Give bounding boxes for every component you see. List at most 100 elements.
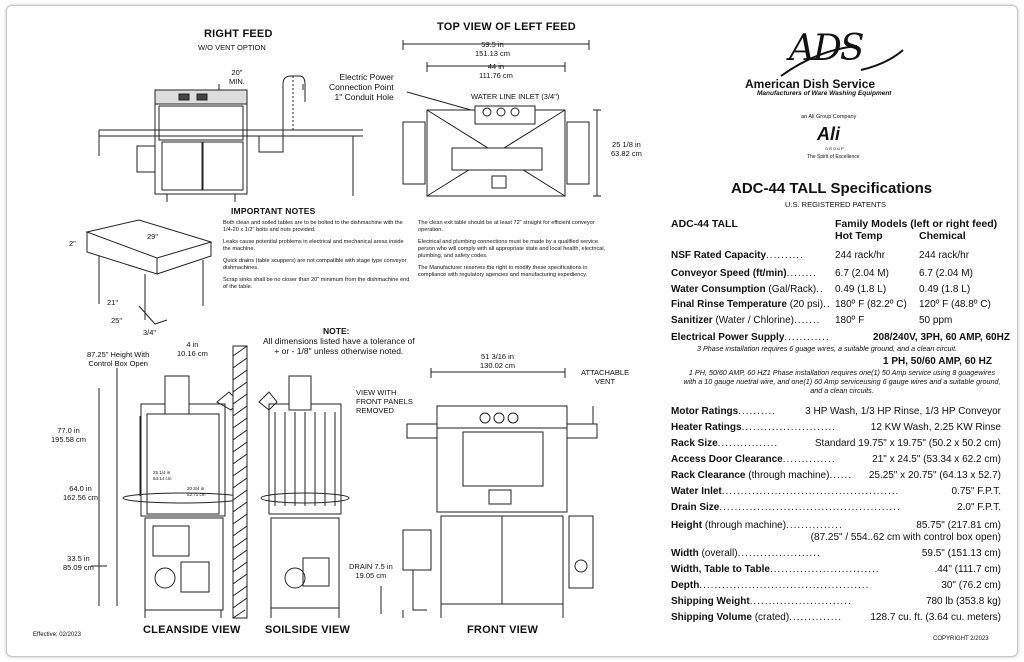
cleanside-side-dim: 4 in 10.16 cm — [177, 340, 208, 358]
brand-tagline: Manufacturers of Ware Washing Equipment — [757, 90, 892, 97]
note-item: Both clean and soiled tables are to be b… — [223, 220, 403, 233]
spec-dots: ........................................… — [719, 502, 901, 513]
wall-drawing — [232, 345, 248, 619]
table-dim-3-4: 3/4" — [143, 328, 157, 337]
spec-label: Shipping Weight — [671, 596, 750, 607]
spec-label: Motor Ratings — [671, 406, 739, 417]
cleanside-base-dim: 33.5 in 85.09 cm — [63, 554, 94, 572]
spec-row: Final Rinse Temperature (20 psi)..180º F… — [671, 299, 1001, 310]
spec-chem-value: 6.7 (2.04 M) — [919, 268, 973, 279]
cleanside-body-dim: 64.0 in 162.56 cm — [63, 484, 99, 502]
cleanside-total-dim: 77.0 in 195.58 cm — [51, 426, 87, 444]
spec-hot-value: 180º F — [835, 315, 865, 326]
spec-label: Width — [671, 548, 699, 559]
power-connection-label: Electric Power Connection Point 1" Condu… — [329, 72, 394, 102]
spec-dots: .. — [816, 284, 824, 295]
spec-dots: ............................. — [769, 564, 880, 575]
drain-dim: DRAIN 7.5 in 19.05 cm — [349, 562, 393, 580]
spec-label: Final Rinse Temperature — [671, 299, 787, 310]
model-name: ADC-44 TALL — [671, 218, 738, 230]
spec-label: Conveyor Speed (ft/min) — [671, 268, 787, 279]
power-note: 3 Phase installation requires 6 guage wi… — [697, 344, 958, 353]
spec-value: 0.75" F.P.T. — [951, 486, 1001, 497]
spec-label-sub: (crated) — [751, 612, 790, 623]
power-row: Electrical Power Supply............ 208/… — [671, 332, 1010, 343]
table-dim-25: 25" — [111, 316, 123, 325]
right-feed-drawing — [98, 75, 363, 202]
spec-label: NSF Rated Capacity — [671, 250, 767, 261]
spec-chem-value: 244 rack/hr — [919, 250, 970, 261]
spec-label-sub: (Water / Chlorine) — [712, 315, 795, 326]
spec-hot-value: 244 rack/hr — [835, 250, 886, 261]
effective-date: Effective: 02/2023 — [33, 632, 81, 638]
cleanside-inner-width: 20 3/4 in 52.71 cm — [187, 486, 206, 497]
copyright: COPYRIGHT 2/2023 — [933, 636, 989, 642]
spec-hot-value: 180º F (82.2º C) — [835, 299, 907, 310]
spec-label-sub: (through machine) — [745, 470, 830, 481]
spec-label: Drain Size — [671, 502, 720, 513]
spec-value: 3 HP Wash, 1/3 HP Rinse, 1/3 HP Conveyor — [805, 406, 1001, 417]
spec-row: Depth...................................… — [671, 580, 1001, 591]
table-dim-2: 2" — [69, 239, 76, 248]
spec-dots: ....... — [794, 315, 821, 326]
spec-label: Access Door Clearance — [671, 454, 783, 465]
note-item: The clean exit table should be at least … — [418, 220, 595, 233]
spec-label: Shipping Volume — [671, 612, 752, 623]
spec-value: 21" x 24.5" (53.34 x 62.2 cm) — [872, 454, 1001, 465]
soilside-drawing — [258, 375, 350, 618]
cleanside-title: CLEANSIDE VIEW — [143, 624, 241, 636]
spec-value: 12 KW Wash, 2.25 KW Rinse — [870, 422, 1001, 433]
attachable-vent-label: ATTACHABLE VENT — [581, 368, 630, 386]
spec-value: .44" (111.7 cm) — [934, 564, 1001, 575]
spec-dots: ................ — [717, 438, 779, 449]
spec-row: Water Inlet.............................… — [671, 486, 1001, 497]
front-width-dim: 51 3/16 in 130.02 cm — [480, 352, 516, 370]
notes-left: Both clean and soiled tables are to be b… — [223, 220, 411, 296]
spec-value: 25.25" x 20.75" (64.13 x 52.7) — [868, 470, 1001, 481]
tolerance-note: All dimensions listed have a tolerance o… — [263, 336, 415, 356]
power-label: Electrical Power Supply — [671, 332, 785, 343]
spec-row: Drain Size..............................… — [671, 502, 1001, 513]
spec-label-sub: (Gal/Rack) — [765, 284, 817, 295]
power-dots: ............ — [784, 332, 830, 343]
spec-dots: ........ — [786, 268, 817, 279]
spec-dots: ...... — [829, 470, 853, 481]
power-1ph-value: 1 PH, 50/60 AMP, 60 HZ — [883, 356, 992, 367]
cleanside-inner-height: 25 1/4 in 64.14 cm — [153, 470, 172, 481]
spec-row: Conveyor Speed (ft/min)........ 6.7 (2.04… — [671, 268, 1001, 279]
spec-dots: ...................... — [737, 548, 821, 559]
spec-dots: ........................... — [749, 596, 852, 607]
spec-row: Width (overall)......................59.… — [671, 548, 1001, 559]
spec-dots: ......................... — [741, 422, 837, 433]
spec-chem-value: 0.49 (1.8 L) — [919, 284, 971, 295]
col-chemical: Chemical — [919, 230, 966, 242]
spec-chem-value: 50 ppm — [919, 315, 953, 326]
spec-label-sub: (20 psi) — [786, 299, 824, 310]
spec-value: 2.0" F.P.T. — [957, 502, 1001, 513]
spec-dots: .............. — [789, 612, 843, 623]
spec-row: Height (through machine)...............8… — [671, 520, 1001, 531]
spec-row: Water Consumption (Gal/Rack)..0.49 (1.8 … — [671, 284, 1001, 295]
spec-sheet: RIGHT FEED W/O VENT OPTION 20" MIN. TOP … — [6, 5, 1018, 657]
patents: U.S. REGISTERED PATENTS — [785, 200, 886, 209]
spec-label: Rack Clearance — [671, 470, 746, 481]
spec-title: ADC-44 TALL Specifications — [731, 180, 933, 197]
spec-value: Standard 19.75" x 19.75" (50.2 x 50.2 cm… — [814, 438, 1001, 449]
family-models: Family Models (left or right feed) — [835, 218, 998, 230]
spec-row: Width, Table to Table...................… — [671, 564, 1001, 575]
front-panels-label: VIEW WITH FRONT PANELS REMOVED — [356, 388, 413, 415]
spec-value: (87.25" / 554..62 cm with control box op… — [810, 532, 1001, 543]
ali-logo: Ali — [817, 124, 841, 144]
spec-row: Motor Ratings..........3 HP Wash, 1/3 HP… — [671, 406, 1001, 417]
top-view-drawing — [402, 40, 601, 197]
cleanside-drawing — [91, 368, 244, 618]
front-view-drawing — [380, 368, 598, 618]
top-view-overall-dim: 59.5 in 151.13 cm — [475, 40, 511, 58]
spec-label: Heater Ratings — [671, 422, 742, 433]
right-feed-min-dim: 20" MIN. — [229, 68, 245, 86]
spec-value: 30" (76.2 cm) — [941, 580, 1001, 591]
technical-drawings — [85, 40, 601, 619]
spec-value: 59.5" (151.13 cm) — [921, 548, 1001, 559]
spec-label: Rack Size — [671, 438, 718, 449]
